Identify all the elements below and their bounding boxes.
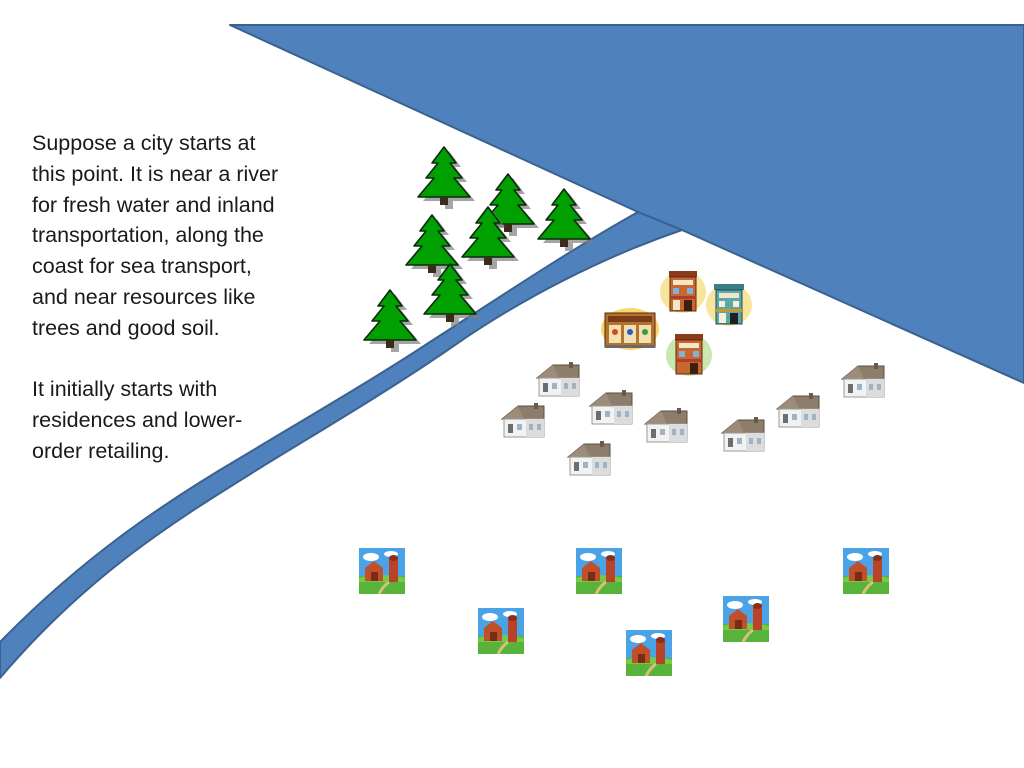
farm-barn-icon: [843, 548, 889, 594]
pine-tree-icon: [405, 214, 464, 277]
farm-barn-icon: [576, 548, 622, 594]
house-icon: [589, 390, 633, 425]
house-icon: [536, 362, 580, 397]
house-icon: [644, 408, 688, 443]
sea: [229, 24, 1024, 384]
house-icon: [567, 441, 611, 476]
farm-barn-icon: [478, 608, 524, 654]
farm-barn-icon: [626, 630, 672, 676]
storefront-icon: [705, 283, 753, 327]
storefront-icon: [665, 333, 713, 377]
residences: [501, 362, 885, 476]
house-icon: [501, 403, 545, 438]
caption-text: Suppose a city starts at this point. It …: [32, 128, 332, 467]
caption-paragraph-2: It initially starts with residences and …: [32, 377, 243, 463]
farm-barn-icon: [359, 548, 405, 594]
river: [0, 211, 683, 679]
pine-tree-icon: [363, 289, 422, 352]
house-icon: [841, 363, 885, 398]
pine-tree-icon: [417, 146, 476, 209]
storefront-icon: [659, 270, 707, 314]
caption-paragraph-1: Suppose a city starts at this point. It …: [32, 131, 279, 340]
farm-barn-icon: [723, 596, 769, 642]
retail-shops: [600, 270, 753, 377]
house-icon: [776, 393, 820, 428]
storefront-icon: [600, 307, 660, 351]
pine-tree-icon: [537, 188, 596, 251]
farms: [359, 548, 889, 676]
house-icon: [721, 417, 765, 452]
pine-tree-icon: [423, 263, 482, 326]
